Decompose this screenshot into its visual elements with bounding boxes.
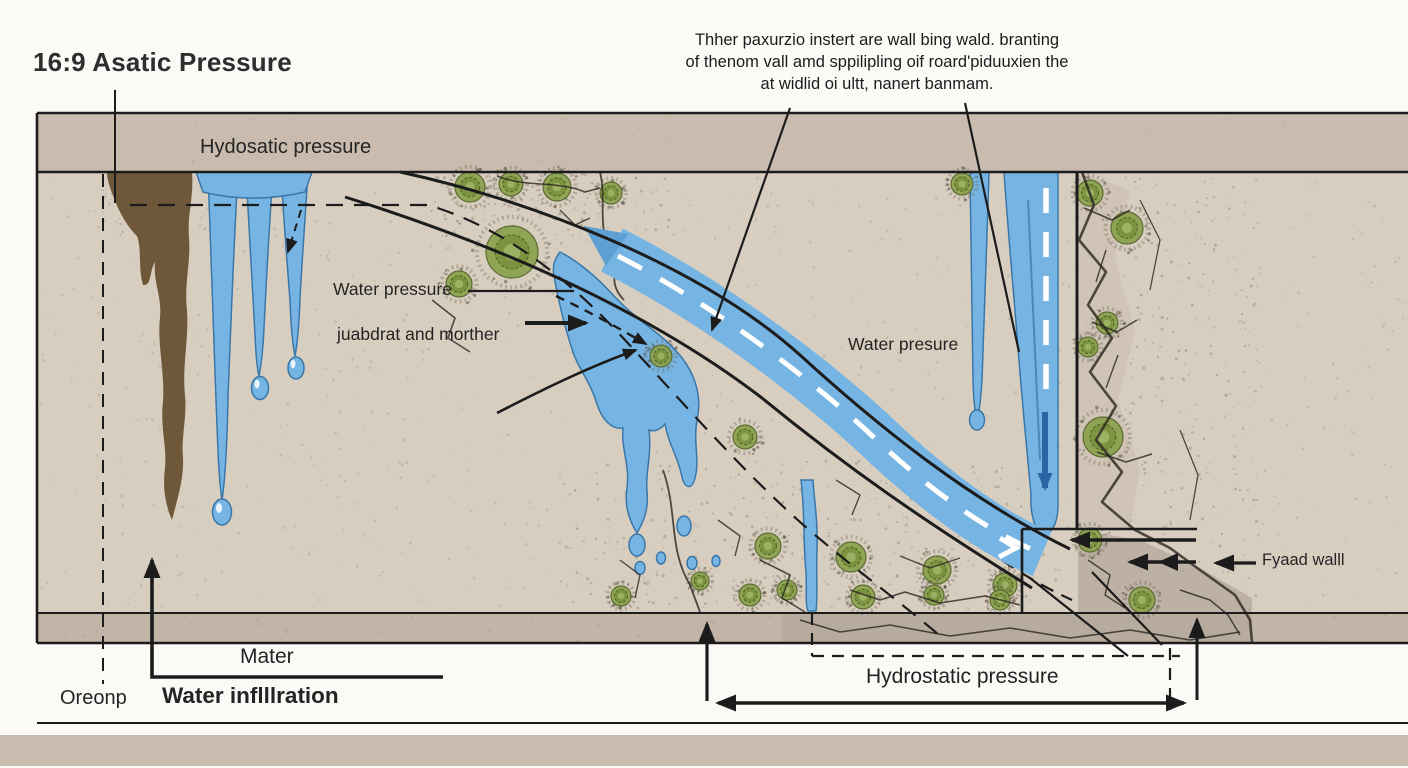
caption-callout-2 [963, 102, 1021, 353]
curved-arrow [496, 348, 638, 415]
annotation-arrows [102, 90, 1256, 712]
label-water-infiltration: Water inflllration [162, 683, 339, 708]
channel-flow-arrowhead [584, 226, 628, 266]
label-hydostatic-pressure-top: Hydosatic pressure [200, 136, 372, 158]
label-water-presure-right: Water presure [848, 334, 959, 354]
infiltration-up-arrow [143, 557, 443, 679]
label-juabdrat: juabdrat and morther [337, 324, 500, 344]
label-oreonp: Oreonp [60, 687, 127, 709]
label-hydrostatic-pressure-bottom: Hydrostatic pressure [866, 665, 1059, 688]
caption-block: Thher paxurzio instert are wall bing wal… [642, 29, 1112, 95]
moss-rosettes [437, 164, 1162, 620]
label-fyaad-wall: Fyaad walll [1262, 551, 1345, 569]
label-water-pressure-left: Water pressure [333, 279, 452, 299]
crack-lines [431, 171, 1254, 643]
caption-line-3: at widlid oi ultt, nanert banmam. [760, 75, 994, 93]
label-mater: Mater [240, 645, 294, 668]
caption-line-1: Thher paxurzio instert are wall bing wal… [694, 31, 1060, 49]
water-channel [344, 170, 1071, 590]
water-drips-left [194, 171, 314, 526]
mud-stain [107, 172, 193, 520]
caption-callout-1 [710, 107, 792, 332]
caption-line-2: of thenom vall amd sppilipling oif roard… [685, 53, 1069, 71]
page-title: 16:9 Asatic Pressure [33, 47, 292, 77]
drip-arrow [286, 209, 302, 254]
footing-lines [1020, 527, 1197, 612]
structure-lines [35, 111, 1408, 724]
